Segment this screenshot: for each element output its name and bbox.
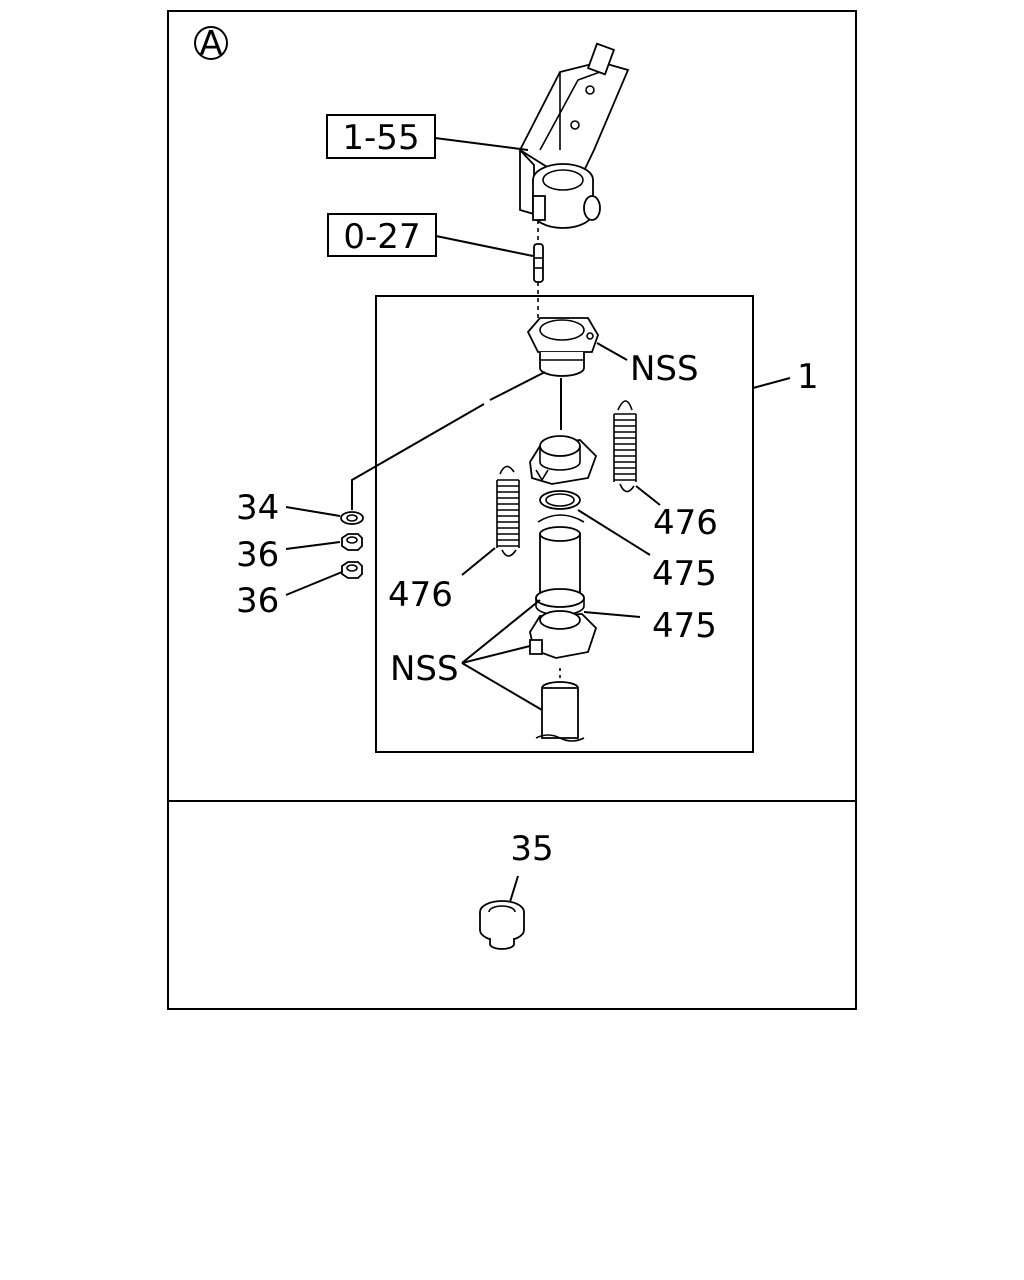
assembly-frame [375, 295, 754, 753]
leader-bushing [509, 875, 519, 903]
washer-part [340, 511, 364, 525]
label-nut-upper: 36 [236, 535, 279, 575]
stud-line-lower [351, 403, 485, 510]
leader-washer [285, 506, 341, 517]
callout-0-27: 0-27 [327, 213, 534, 257]
leader-ring-lower [583, 611, 641, 618]
label-washer: 34 [236, 488, 279, 528]
bracket-part [518, 42, 630, 229]
leader-nut-lower [285, 571, 343, 596]
callout-0-27-text: 0-27 [343, 217, 420, 257]
spring-left-part [496, 465, 520, 557]
pin-part [533, 220, 544, 320]
view-marker-letter: A [199, 24, 222, 64]
label-spring-left: 476 [388, 575, 453, 615]
leader-nss-top [596, 342, 628, 361]
leaders-nss-bottom [461, 599, 543, 711]
view-marker: A [194, 24, 228, 64]
shaft-part [535, 526, 585, 616]
label-bushing: 35 [510, 829, 553, 869]
spring-right-part [613, 400, 637, 493]
ring-upper-part [537, 490, 585, 523]
lower-shaft-part [535, 668, 585, 742]
nut-upper-part [341, 533, 363, 551]
nut-lower-part [341, 561, 363, 579]
bushing-part [479, 900, 525, 950]
label-ring-upper: 475 [652, 554, 717, 594]
outer-frame [167, 10, 857, 1010]
stud-line-upper [489, 371, 546, 401]
lower-lever-part [529, 610, 598, 659]
leader-spring-left [461, 547, 496, 576]
leader-nut-upper [285, 541, 341, 550]
leader-ring-upper [577, 509, 651, 556]
label-nut-lower: 36 [236, 581, 279, 621]
label-ring-lower: 475 [652, 606, 717, 646]
label-assembly-1: 1 [797, 357, 819, 397]
label-nss-top: NSS [630, 349, 699, 389]
upper-lever-part [529, 435, 598, 485]
callout-1-55-text: 1-55 [342, 118, 419, 158]
label-nss-bottom: NSS [390, 649, 459, 689]
top-flange-part [526, 317, 599, 377]
label-spring-right: 476 [653, 503, 718, 543]
callout-1-55: 1-55 [326, 114, 529, 159]
leader-spring-right [635, 485, 661, 506]
leader-assembly-1 [752, 377, 791, 389]
